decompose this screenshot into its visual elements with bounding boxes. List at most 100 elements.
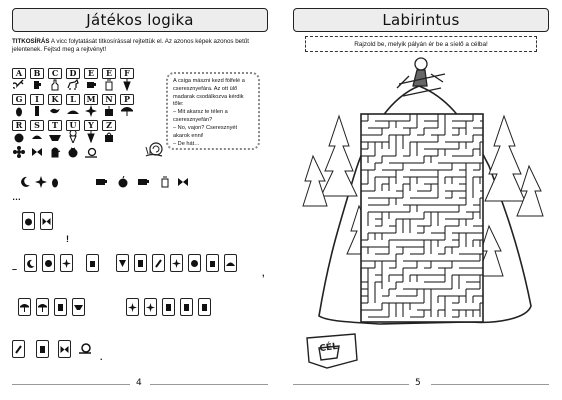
footer-rule <box>431 384 549 385</box>
cipher-cell: E <box>84 68 98 91</box>
page-title: Játékos logika <box>12 8 268 32</box>
cipher-letter: T <box>48 120 62 131</box>
cipher-letter: I <box>30 94 44 105</box>
cipher-letter: N <box>102 94 116 105</box>
cipher-tile[interactable] <box>224 254 237 272</box>
intro-body: A vicc folytatását titkosírással rejtett… <box>12 38 249 54</box>
cipher-tile[interactable] <box>188 254 201 272</box>
punct-excl: ! <box>66 234 69 244</box>
cipher-tile[interactable] <box>18 298 31 316</box>
cipher-tile[interactable] <box>198 298 211 316</box>
bag-icon <box>102 131 116 143</box>
cipher-tile[interactable] <box>162 298 175 316</box>
cipher-tile[interactable] <box>60 254 73 272</box>
cup-icon <box>84 79 98 91</box>
cipher-tile[interactable] <box>180 298 193 316</box>
cipher-cell: É <box>102 68 116 91</box>
maze-paths <box>360 114 483 318</box>
cipher-tile[interactable] <box>134 254 147 272</box>
cipher-tile[interactable] <box>206 254 219 272</box>
maze-illustration[interactable]: CÉL <box>299 56 549 376</box>
cake-icon <box>102 105 116 117</box>
cipher-letter: P <box>120 94 134 105</box>
apple-glyph <box>116 174 130 190</box>
cipher-tile[interactable] <box>24 254 37 272</box>
cipher-tile[interactable] <box>36 298 49 316</box>
cipher-cell: B <box>30 68 44 91</box>
cipher-row <box>12 146 162 158</box>
lantern-glyph <box>158 174 172 190</box>
horse-icon <box>66 79 80 91</box>
cipher-tile[interactable] <box>152 254 165 272</box>
finish-label: CÉL <box>319 340 339 354</box>
cipher-cell: Z <box>102 120 116 143</box>
cipher-cell: I <box>30 94 44 117</box>
cipher-cell: R <box>12 120 26 143</box>
cipher-cell: T <box>48 120 62 143</box>
cipher-cell <box>48 146 62 158</box>
cipher-tile[interactable] <box>12 340 25 358</box>
footer-rule <box>150 384 268 385</box>
umbrella-icon <box>120 105 134 117</box>
star-flower-icon <box>84 105 98 117</box>
cipher-letter: M <box>84 94 98 105</box>
cipher-cell <box>102 146 116 158</box>
blank-icon <box>120 120 134 132</box>
punct-dots: … <box>12 192 21 202</box>
cipher-tile[interactable] <box>144 298 157 316</box>
cup-glyph <box>94 174 108 190</box>
cipher-cell: L <box>66 94 80 117</box>
blank-icon <box>102 146 116 158</box>
cipher-cell: A <box>12 68 26 91</box>
cipher-tile[interactable] <box>126 298 139 316</box>
flower-icon <box>12 146 26 158</box>
page-number: 4 <box>136 378 142 388</box>
maze-border <box>360 113 484 323</box>
punct-dash: – <box>12 264 18 274</box>
cipher-letter: L <box>66 94 80 105</box>
carrot-icon <box>84 131 98 143</box>
cipher-cell <box>120 146 134 158</box>
cipher-cell: F <box>120 68 134 91</box>
cipher-tile[interactable] <box>22 212 35 230</box>
carrot-icon <box>120 79 134 91</box>
cipher-cell <box>30 146 44 158</box>
bird-icon <box>48 105 62 117</box>
cipher-cell: S <box>30 120 44 143</box>
butterfly-glyph <box>176 174 190 190</box>
cipher-tile[interactable] <box>72 298 85 316</box>
cipher-tile[interactable] <box>116 254 129 272</box>
pine-tree-icon <box>476 114 544 277</box>
cipher-tile[interactable] <box>58 340 71 358</box>
jug-icon <box>30 79 44 91</box>
cipher-tile[interactable] <box>170 254 183 272</box>
cipher-letter: E <box>84 68 98 79</box>
footprint-glyph <box>48 174 62 190</box>
snail-icon <box>145 142 163 157</box>
ice-cream-icon <box>66 131 80 143</box>
footer-rule <box>293 384 409 385</box>
cipher-cell <box>66 146 80 158</box>
intro-text: TITKOSÍRÁS A vicc folytatását titkosírás… <box>12 38 268 55</box>
cipher-cell: C <box>48 68 62 91</box>
hat-icon <box>66 105 80 117</box>
left-page: Játékos logika TITKOSÍRÁS A vicc folytat… <box>12 8 268 388</box>
cipher-tile[interactable] <box>42 254 55 272</box>
cipher-tile[interactable] <box>86 254 99 272</box>
moon-glyph <box>18 174 32 190</box>
cipher-tile[interactable] <box>36 340 49 358</box>
cipher-letter: F <box>120 68 134 79</box>
cipher-letter: Ü <box>66 120 80 131</box>
cipher-tile[interactable] <box>40 212 53 230</box>
cipher-tile[interactable] <box>54 298 67 316</box>
bowl-icon <box>48 131 62 143</box>
bottle-icon <box>48 79 62 91</box>
blank-icon <box>120 146 134 158</box>
instruction-box: Rajzold be, melyik pályán ér be a síelő … <box>305 36 537 52</box>
cipher-letter: B <box>30 68 44 79</box>
cipher-cell <box>84 146 98 158</box>
